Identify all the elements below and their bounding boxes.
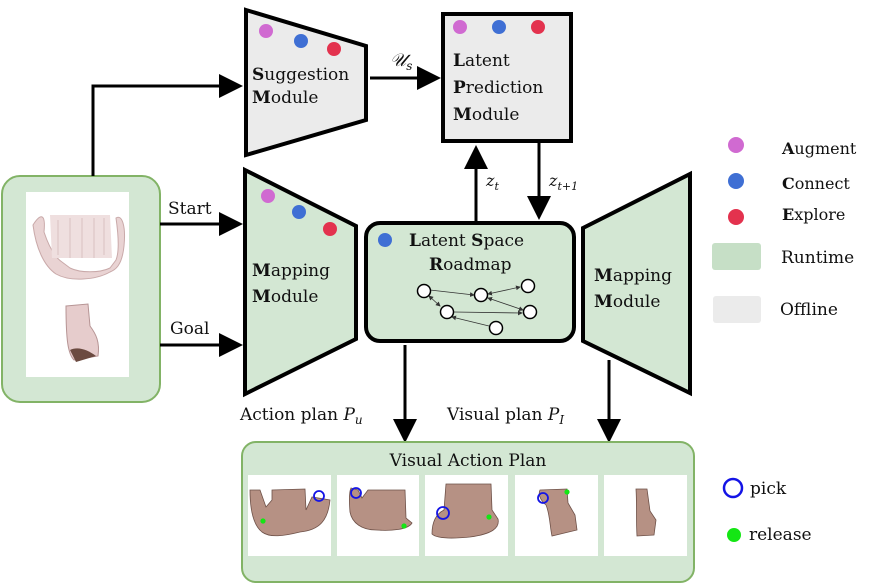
roadmap-edge <box>453 310 523 316</box>
input-observations-box <box>1 175 161 403</box>
latent-prediction-label-3: Module <box>453 105 519 125</box>
svg-text:Augment: Augment <box>781 139 857 158</box>
zt-label: zt <box>485 171 499 193</box>
suggestion-module-label-1: Suggestion <box>252 65 349 85</box>
roadmap-node <box>439 304 455 320</box>
action-plan-label: Action plan Pu <box>239 405 363 427</box>
goal-label: Goal <box>170 319 209 339</box>
svg-text:Connect: Connect <box>782 174 850 193</box>
explore-dot <box>327 42 341 56</box>
plan-frame-4 <box>515 475 598 556</box>
connect-dot <box>378 233 392 247</box>
release-icon <box>727 528 741 542</box>
runtime-swatch <box>712 243 761 270</box>
latent-prediction-label-1: Latent <box>453 51 510 71</box>
latent-prediction-label-2: Prediction <box>453 78 543 98</box>
offline-swatch <box>713 296 761 323</box>
mapping-module-right: Mapping Module <box>581 170 692 397</box>
connect-dot <box>292 205 306 219</box>
roadmap-edge <box>451 315 490 327</box>
release-marker <box>564 489 570 495</box>
visual-plan-label: Visual plan PI <box>446 405 564 427</box>
latent-prediction-module: Latent Prediction Module <box>441 12 573 143</box>
augment-dot <box>728 137 744 153</box>
zt1-label: zt+1 <box>548 171 578 193</box>
plan-frame-2 <box>337 475 419 556</box>
mapping-left-label-1: Mapping <box>252 261 330 281</box>
roadmap-edge <box>429 289 475 297</box>
roadmap-node <box>488 320 504 336</box>
latent-space-roadmap: Latent Space Roadmap <box>364 221 576 343</box>
roadmap-node <box>416 283 432 299</box>
plan-frame-1 <box>248 475 331 556</box>
augment-dot <box>259 24 273 38</box>
legend-pick: pick <box>722 477 787 499</box>
augment-dot <box>453 20 467 34</box>
legend-release: release <box>727 525 812 545</box>
connect-dot <box>294 34 308 48</box>
explore-dot <box>531 20 545 34</box>
roadmap-graph <box>416 278 538 336</box>
svg-text:Offline: Offline <box>780 300 838 320</box>
visual-action-plan: Visual Action Plan <box>241 441 695 583</box>
roadmap-node <box>473 287 489 303</box>
legend-offline: Offline <box>713 296 838 323</box>
pick-marker <box>436 506 450 520</box>
connect-dot <box>492 20 506 34</box>
legend-explore: Explore <box>728 205 845 225</box>
mapping-right-label-1: Mapping <box>594 266 672 286</box>
us-label: 𝒰s <box>390 50 412 73</box>
svg-text:Explore: Explore <box>782 205 845 224</box>
suggestion-module-label-2: Module <box>252 88 318 108</box>
legend-runtime: Runtime <box>712 243 854 270</box>
mapping-left-label-2: Module <box>252 287 318 307</box>
roadmap-edge <box>487 297 524 311</box>
roadmap-node <box>520 278 536 294</box>
release-marker <box>401 523 407 529</box>
release-marker <box>486 514 492 520</box>
pick-marker <box>313 490 325 502</box>
start-label: Start <box>168 199 212 219</box>
svg-text:pick: pick <box>750 479 787 499</box>
augment-dot <box>261 189 275 203</box>
pick-icon <box>722 477 744 499</box>
release-marker <box>260 518 266 524</box>
roadmap-node <box>522 304 538 320</box>
lsr-label-2: Roadmap <box>429 255 512 275</box>
svg-text:release: release <box>749 525 812 545</box>
legend: Augment Connect Explore Runtime Offline … <box>712 137 857 545</box>
plan-frame-3 <box>425 475 508 556</box>
start-image <box>32 215 125 280</box>
roadmap-edge <box>487 285 521 296</box>
plan-frame-5 <box>604 475 687 556</box>
pick-marker <box>537 492 549 504</box>
lsr-label-1: Latent Space <box>409 231 524 251</box>
explore-dot <box>323 222 337 236</box>
mapping-right-label-2: Module <box>594 292 660 312</box>
roadmap-edge <box>428 295 441 307</box>
edge-input-to-suggestion <box>91 74 243 176</box>
explore-dot <box>728 209 744 225</box>
connect-dot <box>728 173 744 189</box>
visual-action-plan-title: Visual Action Plan <box>389 451 547 471</box>
mapping-module-left: Mapping Module <box>243 166 358 398</box>
legend-augment: Augment <box>728 137 857 158</box>
suggestion-module: Suggestion Module <box>244 7 368 158</box>
legend-connect: Connect <box>728 173 850 193</box>
svg-text:Runtime: Runtime <box>781 248 854 268</box>
goal-image <box>65 303 99 362</box>
pick-marker <box>350 487 362 499</box>
